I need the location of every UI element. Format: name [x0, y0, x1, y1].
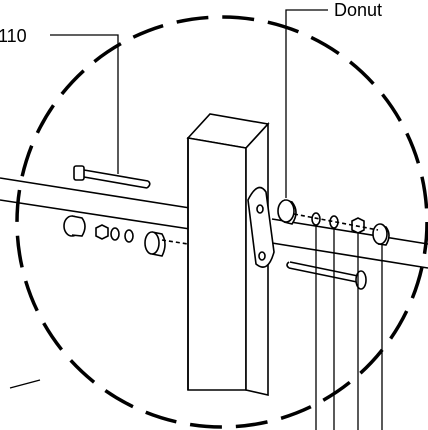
donut-callout-label: Donut [334, 0, 382, 20]
mounting-bracket [247, 186, 275, 268]
detail-circle [15, 15, 428, 429]
bolt-callout-label: 110 [0, 26, 27, 46]
carriage-bolt-upper [73, 165, 151, 189]
square-post [186, 113, 270, 397]
left-hardware-stack [63, 215, 189, 257]
right-hardware-stack [277, 199, 390, 246]
leader-lines [9, 9, 383, 430]
carriage-bolt-lower [286, 261, 367, 290]
